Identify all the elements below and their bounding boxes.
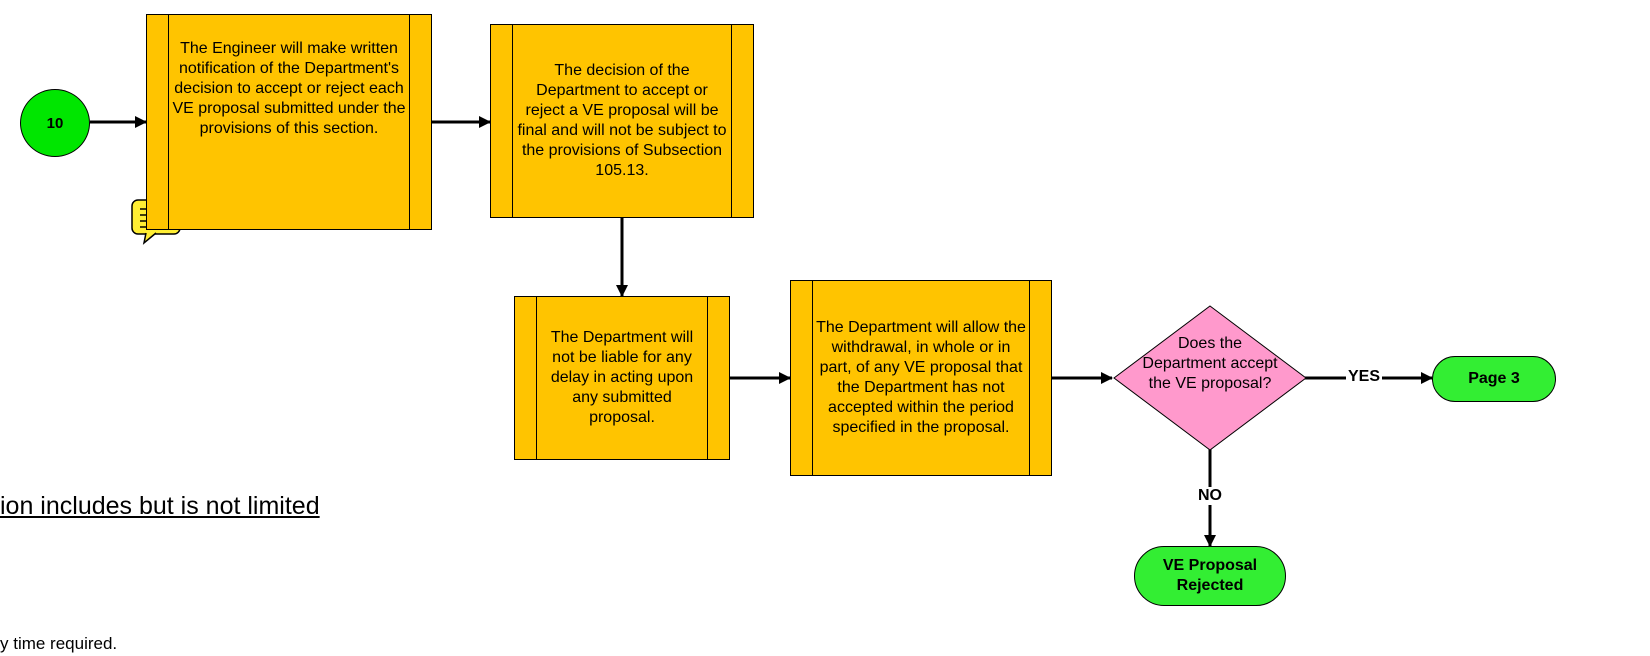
process-bar-right: [409, 15, 431, 229]
terminator-page-3[interactable]: Page 3: [1432, 356, 1556, 402]
process-step-3: The Department will not be liable for an…: [514, 296, 730, 460]
process-step-1: The Engineer will make written notificat…: [146, 14, 432, 230]
terminator-rejected-label: VE Proposal Rejected: [1162, 557, 1258, 594]
decision-diamond: [1113, 305, 1307, 451]
start-connector-label: 10: [46, 114, 64, 132]
process-bar-right: [731, 25, 753, 217]
terminator-page-3-label: Page 3: [1468, 370, 1520, 387]
process-step-1-text: The Engineer will make written notificat…: [172, 40, 406, 137]
process-bar-left: [515, 297, 537, 459]
process-step-4: The Department will allow the withdrawal…: [790, 280, 1052, 476]
start-connector: 10: [20, 89, 90, 157]
text-fragment-1: ion includes but is not limited: [0, 492, 320, 520]
decision-text: Does the Department accept the VE propos…: [1142, 335, 1278, 392]
process-bar-left: [491, 25, 513, 217]
process-step-2-text: The decision of the Department to accept…: [517, 62, 727, 179]
process-step-3-text: The Department will not be liable for an…: [550, 329, 694, 426]
text-fragment-2: y time required.: [0, 634, 118, 653]
process-bar-left: [147, 15, 169, 229]
process-bar-right: [707, 297, 729, 459]
no-label: NO: [1196, 487, 1224, 505]
process-bar-left: [791, 281, 813, 475]
process-step-4-text: The Department will allow the withdrawal…: [816, 319, 1026, 436]
process-step-2: The decision of the Department to accept…: [490, 24, 754, 218]
process-bar-right: [1029, 281, 1051, 475]
terminator-rejected: VE Proposal Rejected: [1134, 546, 1286, 606]
yes-label: YES: [1346, 368, 1383, 386]
